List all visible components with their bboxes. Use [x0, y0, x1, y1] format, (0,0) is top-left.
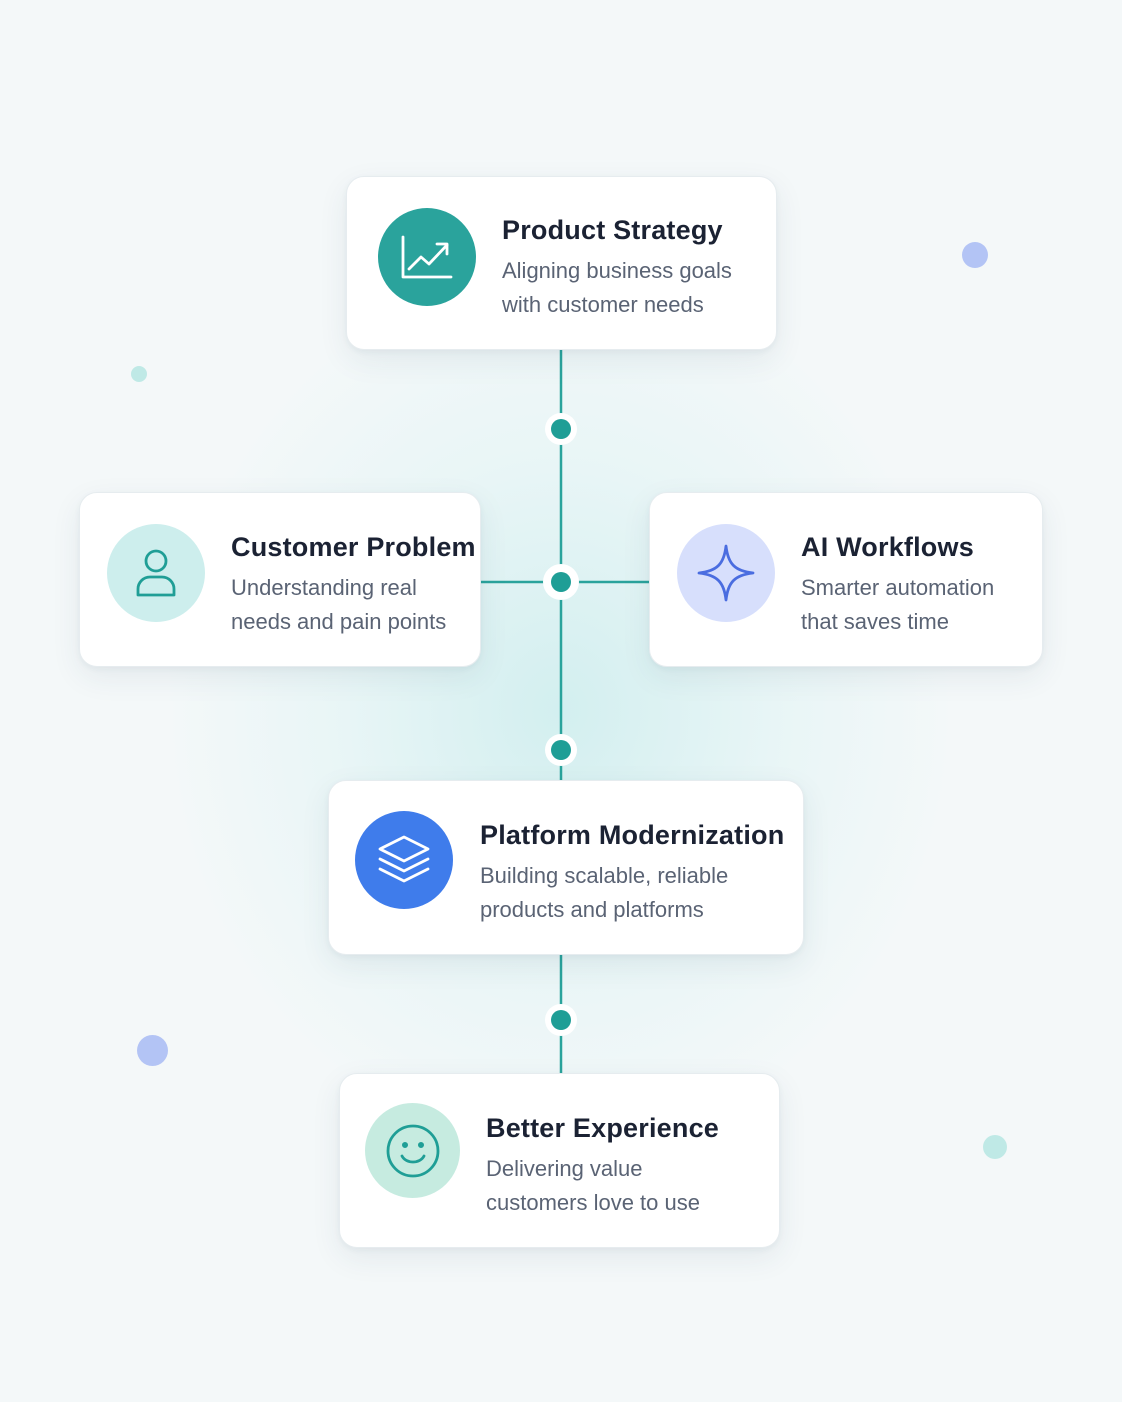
node-description: Delivering value customers love to use: [486, 1156, 700, 1215]
card-product-strategy: Product Strategy Aligning business goals…: [346, 176, 777, 350]
decorative-dot-teal: [131, 366, 147, 382]
card-ai-workflows: AI Workflows Smarter automation that sav…: [649, 492, 1043, 667]
decorative-dot-teal: [983, 1135, 1007, 1159]
sparkle-icon: [677, 524, 775, 622]
node-description: Smarter automation that saves time: [801, 575, 995, 634]
decorative-dot-blue: [137, 1035, 168, 1066]
layers-icon: [355, 811, 453, 909]
node-title: AI Workflows: [801, 532, 974, 562]
connector-node-3: [545, 734, 577, 766]
connector-node-center: [543, 564, 579, 600]
node-title: Better Experience: [486, 1113, 720, 1143]
decorative-dot-blue: [962, 242, 988, 268]
node-description: Aligning business goals with customer ne…: [502, 258, 732, 317]
user-icon: [107, 524, 205, 622]
node-title: Platform Modernization: [480, 820, 785, 850]
node-title: Customer Problem: [231, 532, 476, 562]
node-title: Product Strategy: [502, 215, 723, 245]
connector-node-1: [545, 413, 577, 445]
card-platform-modernization: Platform Modernization Building scalable…: [328, 780, 804, 955]
chart-up-icon: [378, 208, 476, 306]
smiley-icon: [365, 1103, 460, 1198]
connector-node-4: [545, 1004, 577, 1036]
node-description: Understanding real needs and pain points: [231, 575, 447, 634]
node-description: Building scalable, reliable products and…: [480, 863, 729, 922]
card-customer-problem: Customer Problem Understanding real need…: [79, 492, 481, 667]
card-better-experience: Better Experience Delivering value custo…: [339, 1073, 780, 1248]
